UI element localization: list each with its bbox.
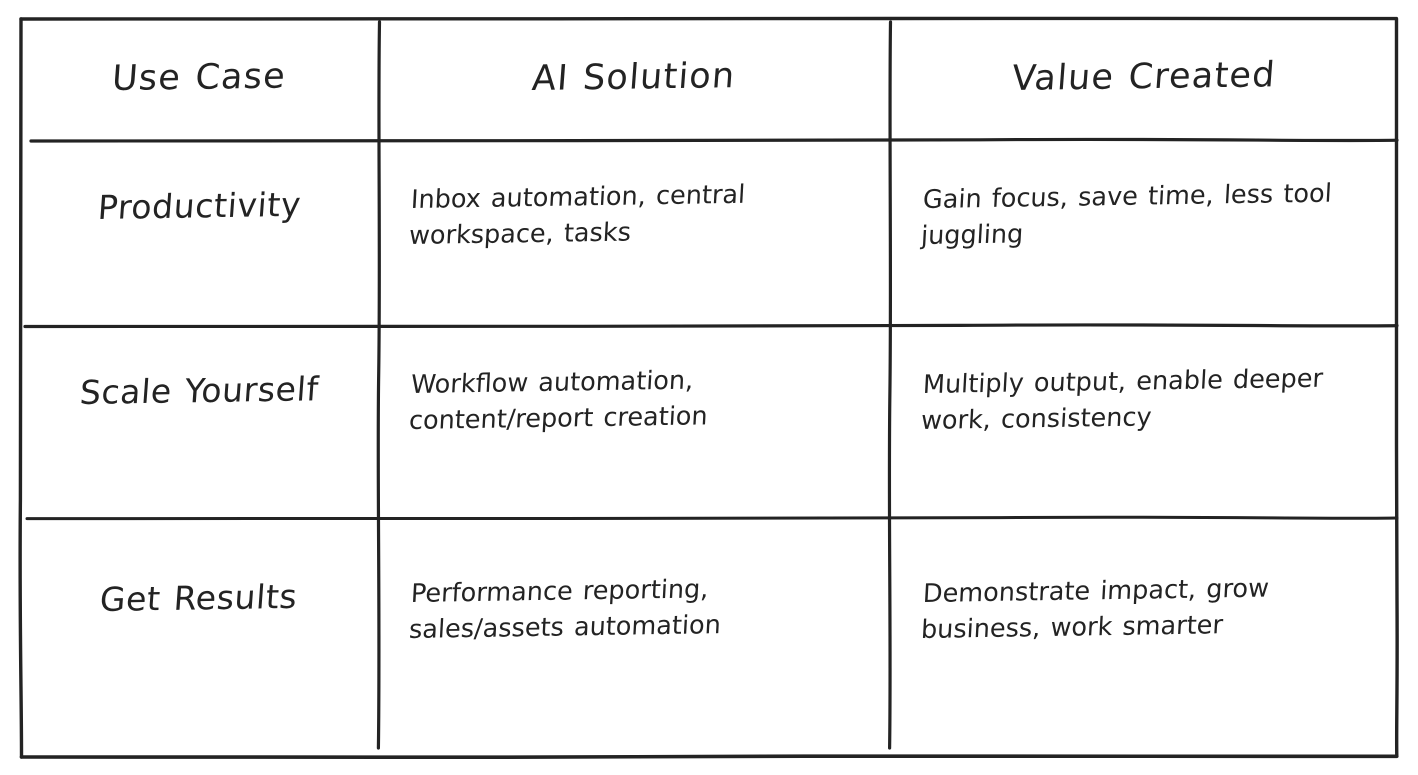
- table-row-2-ai-solution: Workflow automation, content/report crea…: [378, 325, 890, 518]
- table-header-cell-use-case: Use Case: [20, 18, 378, 140]
- table-grid: Use Case AI Solution Value Created Produ…: [20, 18, 1397, 757]
- table-row-1-ai-solution: Inbox automation, central workspace, tas…: [378, 140, 890, 325]
- value-created-text-productivity: Gain focus, save time, less tool jugglin…: [920, 178, 1333, 252]
- value-created-text-scale-yourself: Multiply output, enable deeper work, con…: [920, 363, 1324, 437]
- value-created-text-get-results: Demonstrate impact, grow business, work …: [920, 573, 1270, 646]
- ai-solution-text-productivity: Inbox automation, central workspace, tas…: [408, 179, 746, 252]
- table-row-2-use-case: Scale Yourself: [20, 325, 378, 518]
- table-row-1-use-case: Productivity: [20, 140, 378, 325]
- header-label-use-case: Use Case: [110, 56, 288, 99]
- ai-solution-text-scale-yourself: Workflow automation, content/report crea…: [408, 365, 709, 437]
- ai-solution-text-get-results: Performance reporting, sales/assets auto…: [408, 574, 722, 646]
- table-row-1-value-created: Gain focus, save time, less tool jugglin…: [890, 140, 1397, 325]
- use-case-label-scale-yourself: Scale Yourself: [78, 369, 320, 412]
- header-label-value-created: Value Created: [1010, 55, 1277, 99]
- use-case-label-get-results: Get Results: [99, 576, 300, 619]
- table-row-3-value-created: Demonstrate impact, grow business, work …: [890, 518, 1397, 757]
- use-case-label-productivity: Productivity: [96, 184, 303, 227]
- table-row-2-value-created: Multiply output, enable deeper work, con…: [890, 325, 1397, 518]
- table-row-3-use-case: Get Results: [20, 518, 378, 757]
- table-header-cell-ai-solution: AI Solution: [378, 18, 890, 140]
- table-header-cell-value-created: Value Created: [890, 18, 1397, 140]
- header-label-ai-solution: AI Solution: [530, 56, 738, 99]
- table-row-3-ai-solution: Performance reporting, sales/assets auto…: [378, 518, 890, 757]
